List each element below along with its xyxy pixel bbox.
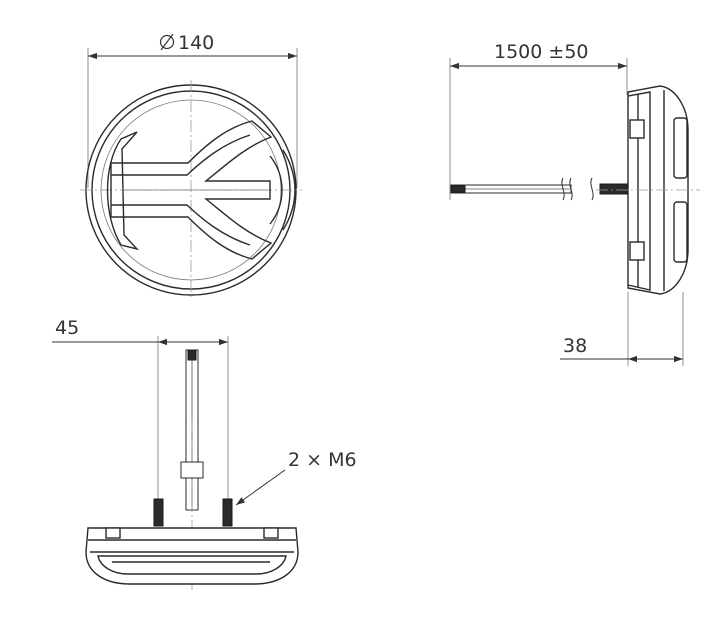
depth-label: 38 — [563, 335, 587, 357]
front-view: 140 — [80, 32, 302, 300]
side-view: 1500 ±50 38 — [449, 41, 700, 366]
mounting-stud-left — [153, 498, 164, 527]
diameter-symbol — [159, 33, 175, 51]
bottom-view: 45 2 × M6 — [52, 317, 357, 590]
stud-spacing-label: 45 — [55, 317, 79, 339]
studs-leader-line — [235, 469, 286, 506]
cable-length-label: 1500 ±50 — [494, 41, 589, 63]
studs-label: 2 × M6 — [288, 449, 357, 471]
mounting-stud-right — [222, 498, 233, 527]
diameter-label: 140 — [178, 32, 214, 54]
